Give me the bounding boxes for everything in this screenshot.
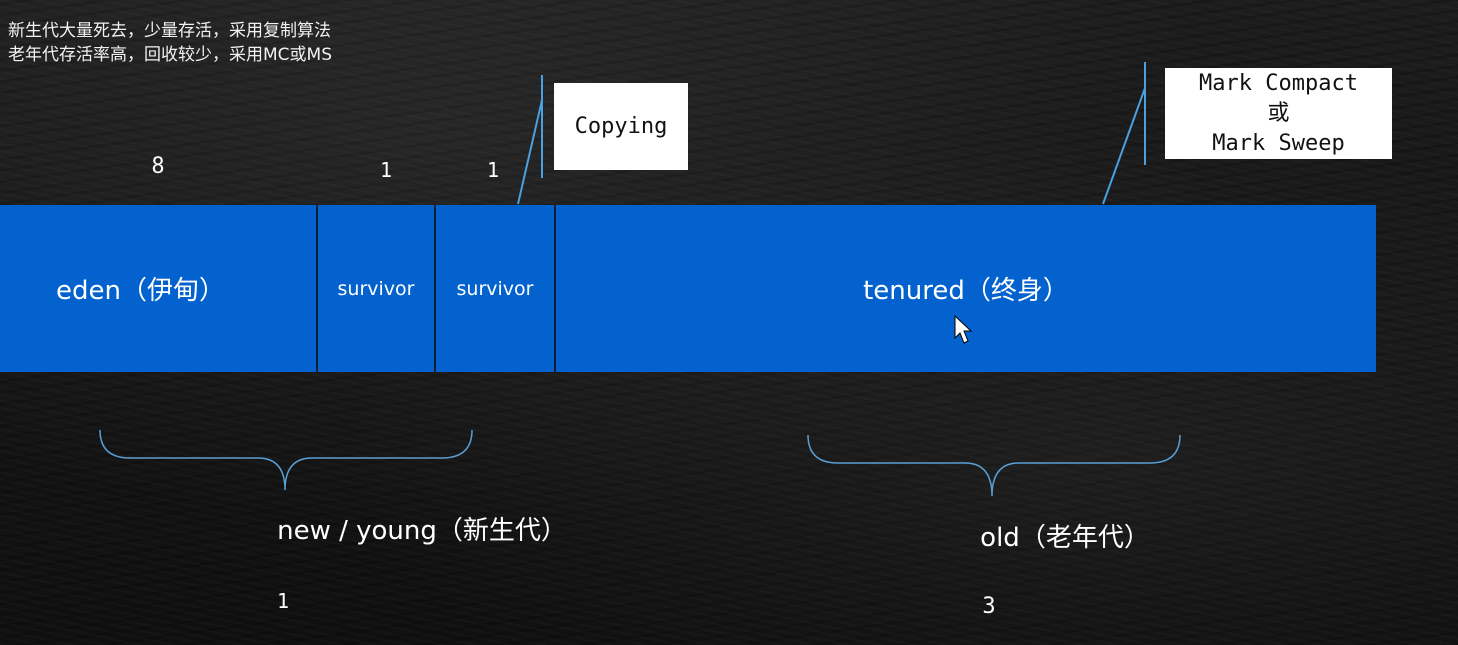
copying-leader-line xyxy=(517,99,543,205)
copying-callout: Copying xyxy=(554,83,688,170)
mark-compact-label: Mark Compact xyxy=(1199,71,1358,96)
note-young-gen: 新生代大量死去，少量存活，采用复制算法 xyxy=(8,21,331,41)
eden-region: eden（伊甸） xyxy=(0,205,316,372)
eden-label: eden（伊甸） xyxy=(56,276,225,306)
mark-sweep-label: Mark Sweep xyxy=(1212,131,1345,156)
divider xyxy=(554,205,556,372)
tenured-label: tenured（终身） xyxy=(863,276,1069,306)
survivor-region-1: survivor xyxy=(318,205,434,372)
divider xyxy=(434,205,436,372)
ratio-old: 3 xyxy=(982,594,996,619)
ratio-survivor2: 1 xyxy=(486,158,500,182)
tenured-region: tenured（终身） xyxy=(556,205,1376,372)
heap-memory-bar: eden（伊甸） survivor survivor tenured（终身） xyxy=(0,205,1376,372)
survivor-region-2: survivor xyxy=(436,205,554,372)
survivor-label-1: survivor xyxy=(337,277,415,300)
mark-leader-line xyxy=(1102,87,1146,205)
old-gen-label: old（老年代） xyxy=(980,523,1150,553)
mark-callout: Mark Compact 或 Mark Sweep xyxy=(1165,68,1392,159)
young-gen-brace xyxy=(99,429,473,491)
divider xyxy=(316,205,318,372)
ratio-survivor1: 1 xyxy=(379,158,393,182)
note-old-gen: 老年代存活率高，回收较少，采用MC或MS xyxy=(8,45,332,65)
old-gen-brace xyxy=(807,434,1181,497)
ratio-eden: 8 xyxy=(151,154,165,179)
mouse-pointer-icon xyxy=(954,314,973,344)
mark-or-label: 或 xyxy=(1267,101,1290,126)
young-gen-label: new / young（新生代） xyxy=(277,516,567,546)
copying-label: Copying xyxy=(574,114,668,139)
ratio-young: 1 xyxy=(276,589,290,613)
survivor-label-2: survivor xyxy=(456,277,534,300)
